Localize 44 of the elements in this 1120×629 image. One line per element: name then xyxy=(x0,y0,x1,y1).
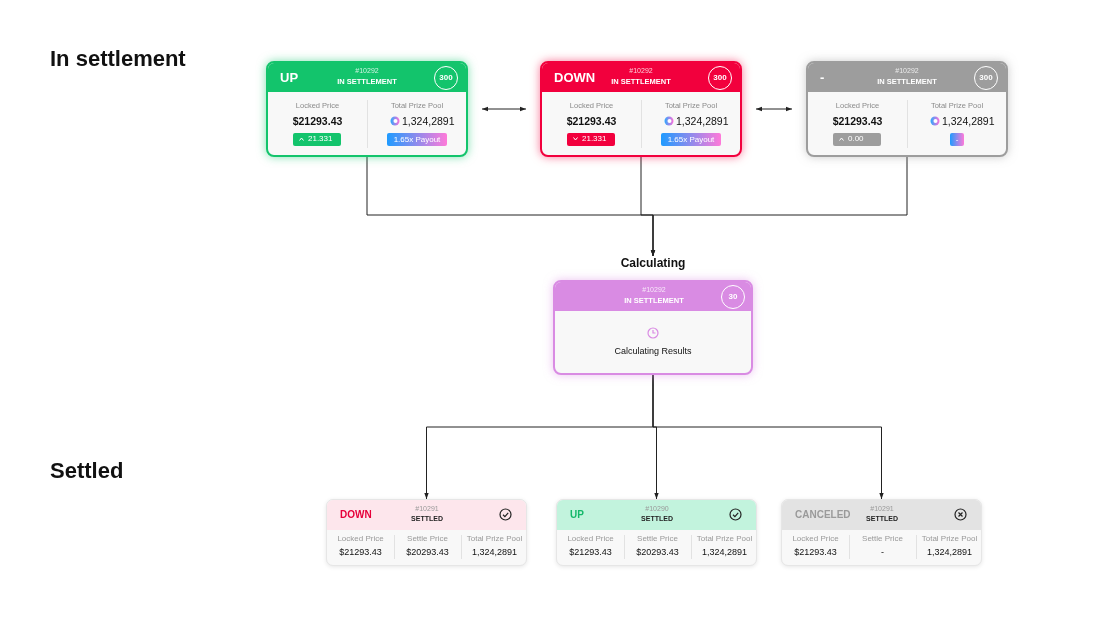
section-heading: In settlement xyxy=(50,46,186,72)
arrow xyxy=(652,374,884,500)
arrow xyxy=(650,156,908,257)
field-label: Total Prize Pool xyxy=(920,534,979,543)
payout-tag: 1.65x Payout xyxy=(661,133,721,146)
field-value: - xyxy=(880,547,885,557)
field-label: Locked Price xyxy=(791,534,840,543)
direction-label: - xyxy=(820,70,825,85)
field-label: Settle Price xyxy=(406,534,449,543)
field-label: Settle Price xyxy=(636,534,679,543)
field-value: $21293.43 xyxy=(793,547,838,557)
field-label: Settle Price xyxy=(861,534,904,543)
direction-label: UP xyxy=(280,70,299,85)
field-label: Total Prize Pool xyxy=(695,534,754,543)
price-value: $21293.43 xyxy=(831,115,884,127)
result-label: CANCELED xyxy=(795,509,851,520)
arrow xyxy=(481,106,527,112)
section-heading: Settled xyxy=(50,458,124,484)
field-value: $20293.43 xyxy=(405,547,450,557)
field-value: $20293.43 xyxy=(635,547,680,557)
price-change-value: 21.331 xyxy=(582,134,607,143)
payout-tag: - xyxy=(950,133,964,146)
price-value: $21293.43 xyxy=(565,115,618,127)
direction-label: DOWN xyxy=(554,70,596,85)
prize-pool-value: 1,324,2891 xyxy=(402,115,455,127)
payout-tag: 1.65x Payout xyxy=(387,133,447,146)
arrow xyxy=(755,106,793,112)
prize-pool-value: 1,324,2891 xyxy=(676,115,729,127)
result-label: UP xyxy=(570,509,584,520)
field-value: $21293.43 xyxy=(568,547,613,557)
prize-pool-value: 1,324,2891 xyxy=(942,115,995,127)
field-label: Locked Price xyxy=(566,534,615,543)
price-change-value: 21.331 xyxy=(308,134,333,143)
field-value: 1,324,2891 xyxy=(925,547,973,557)
field-value: 1,324,2891 xyxy=(700,547,748,557)
card-heading: Calculating xyxy=(619,256,687,270)
field-value: $21293.43 xyxy=(338,547,383,557)
price-value: $21293.43 xyxy=(291,115,344,127)
status-message: Calculating Results xyxy=(613,346,693,356)
price-change-value: 0.00 xyxy=(848,134,864,143)
field-label: Locked Price xyxy=(336,534,385,543)
result-label: DOWN xyxy=(340,509,372,520)
field-label: Total Prize Pool xyxy=(465,534,524,543)
field-value: 1,324,2891 xyxy=(470,547,518,557)
